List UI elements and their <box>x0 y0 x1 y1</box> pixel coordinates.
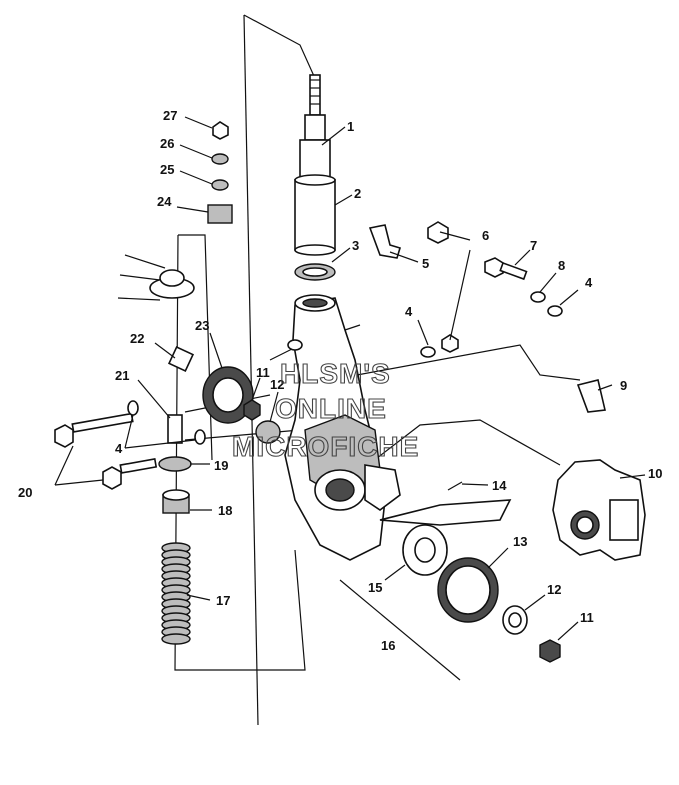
seal-ring <box>294 263 336 281</box>
washer-8 <box>530 291 546 303</box>
washer-4-right <box>547 305 563 317</box>
watermark-line-2: ONLINE <box>275 393 387 424</box>
spindle-cylinder <box>294 174 336 256</box>
brake-band <box>379 499 512 526</box>
watermark-line-3: MICROFICHE <box>232 431 419 462</box>
screw-14 <box>447 481 463 491</box>
coil-spring-17 <box>161 542 191 645</box>
callout-5: 5 <box>422 256 429 271</box>
brake-caliper <box>552 459 646 561</box>
washer-19 <box>158 456 192 472</box>
callout-labels: 1 2 3 4 4 4 5 6 7 8 9 10 11 11 12 12 13 … <box>18 108 662 653</box>
callout-15: 15 <box>368 580 382 595</box>
bolt-7 <box>484 257 528 281</box>
seal-12-left <box>255 420 281 444</box>
bearing-23 <box>202 366 254 424</box>
callout-12: 12 <box>547 582 561 597</box>
spring-seat-18 <box>162 489 190 514</box>
callout-12: 12 <box>270 377 284 392</box>
callout-10: 10 <box>648 466 662 481</box>
callout-25: 25 <box>160 162 174 177</box>
watermark-line-1: HLSM'S <box>280 358 391 389</box>
hex-nuts-6 <box>427 221 459 353</box>
seal-12-right <box>502 605 528 635</box>
callout-27: 27 <box>163 108 177 123</box>
callout-7: 7 <box>530 238 537 253</box>
callout-3: 3 <box>352 238 359 253</box>
callout-6: 6 <box>482 228 489 243</box>
callout-9: 9 <box>620 378 627 393</box>
wedge-9 <box>576 379 606 413</box>
callout-24: 24 <box>157 194 172 209</box>
knuckle-housing <box>284 294 401 561</box>
upper-fastener-stack <box>207 121 233 224</box>
watermark: HLSM'S ONLINE MICROFICHE <box>231 357 419 462</box>
callout-2: 2 <box>354 186 361 201</box>
washer-4-mid <box>420 346 436 358</box>
callout-8: 8 <box>558 258 565 273</box>
spring-cap <box>149 269 195 299</box>
callout-11: 11 <box>256 365 270 380</box>
nut-11-left <box>243 399 261 421</box>
leader-lines <box>54 116 646 641</box>
callout-4: 4 <box>405 304 413 319</box>
callout-17: 17 <box>216 593 230 608</box>
callout-14: 14 <box>492 478 507 493</box>
brake-drum <box>437 557 499 623</box>
callout-4: 4 <box>585 275 593 290</box>
callout-20: 20 <box>18 485 32 500</box>
callout-18: 18 <box>218 503 232 518</box>
nut-11-right <box>539 639 561 663</box>
spindle-shaft <box>299 74 331 181</box>
stud-21 <box>167 414 183 444</box>
callout-13: 13 <box>513 534 527 549</box>
callout-26: 26 <box>160 136 174 151</box>
spring-coil <box>161 633 191 645</box>
callout-22: 22 <box>130 331 144 346</box>
callout-19: 19 <box>214 458 228 473</box>
motion-lines <box>117 254 166 301</box>
callout-23: 23 <box>195 318 209 333</box>
bolts-20 <box>54 412 158 490</box>
callout-4: 4 <box>115 441 123 456</box>
thrust-washer-15 <box>402 524 448 576</box>
washer-4-left-a <box>127 400 139 416</box>
callout-1: 1 <box>347 119 354 134</box>
callout-11: 11 <box>580 610 594 625</box>
callout-16: 16 <box>381 638 395 653</box>
callout-21: 21 <box>115 368 129 383</box>
washer-4-left-b <box>194 429 206 445</box>
mount-bracket <box>368 224 401 259</box>
bushing-22 <box>167 345 195 373</box>
